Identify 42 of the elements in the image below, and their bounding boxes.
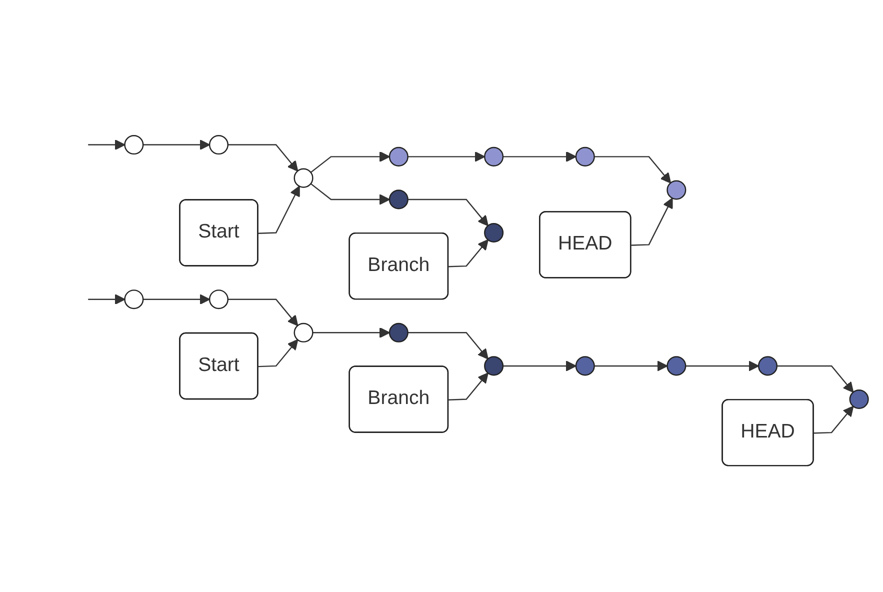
node-circle — [388, 322, 408, 342]
arrow — [143, 139, 210, 150]
node-circle — [849, 389, 869, 410]
arrow — [310, 151, 390, 173]
node-circle — [124, 290, 144, 310]
node-circle — [294, 322, 314, 342]
arrow — [631, 198, 673, 246]
node-circle — [124, 135, 144, 155]
arrow — [408, 198, 488, 226]
arrow — [686, 360, 760, 372]
arrow — [408, 332, 488, 360]
arrow — [88, 139, 126, 150]
arrow — [312, 327, 390, 338]
arrow — [258, 186, 300, 234]
node-circle — [208, 290, 228, 310]
node-circle — [484, 356, 504, 376]
arrow — [258, 339, 298, 368]
arrow — [310, 183, 390, 205]
arrow — [502, 360, 576, 372]
node-circle — [484, 146, 504, 166]
arrow — [143, 294, 210, 305]
node-circle — [666, 356, 686, 376]
node-circle — [294, 168, 314, 188]
arrow — [776, 365, 854, 393]
node-circle — [575, 146, 595, 166]
arrow — [88, 294, 126, 305]
arrow — [448, 239, 488, 268]
arrow — [228, 298, 298, 326]
node-circle — [208, 135, 228, 155]
node-circle — [388, 190, 408, 210]
node-circle — [388, 146, 408, 166]
arrow — [408, 151, 486, 162]
arrow — [228, 144, 298, 172]
node-circle — [575, 356, 595, 376]
arrow — [594, 156, 672, 184]
arrow — [448, 372, 488, 400]
arrow — [594, 360, 668, 372]
node-circle — [484, 222, 504, 243]
node-circle — [666, 180, 686, 200]
arrow — [502, 151, 576, 162]
node-circle — [758, 356, 778, 376]
arrow — [814, 406, 854, 434]
